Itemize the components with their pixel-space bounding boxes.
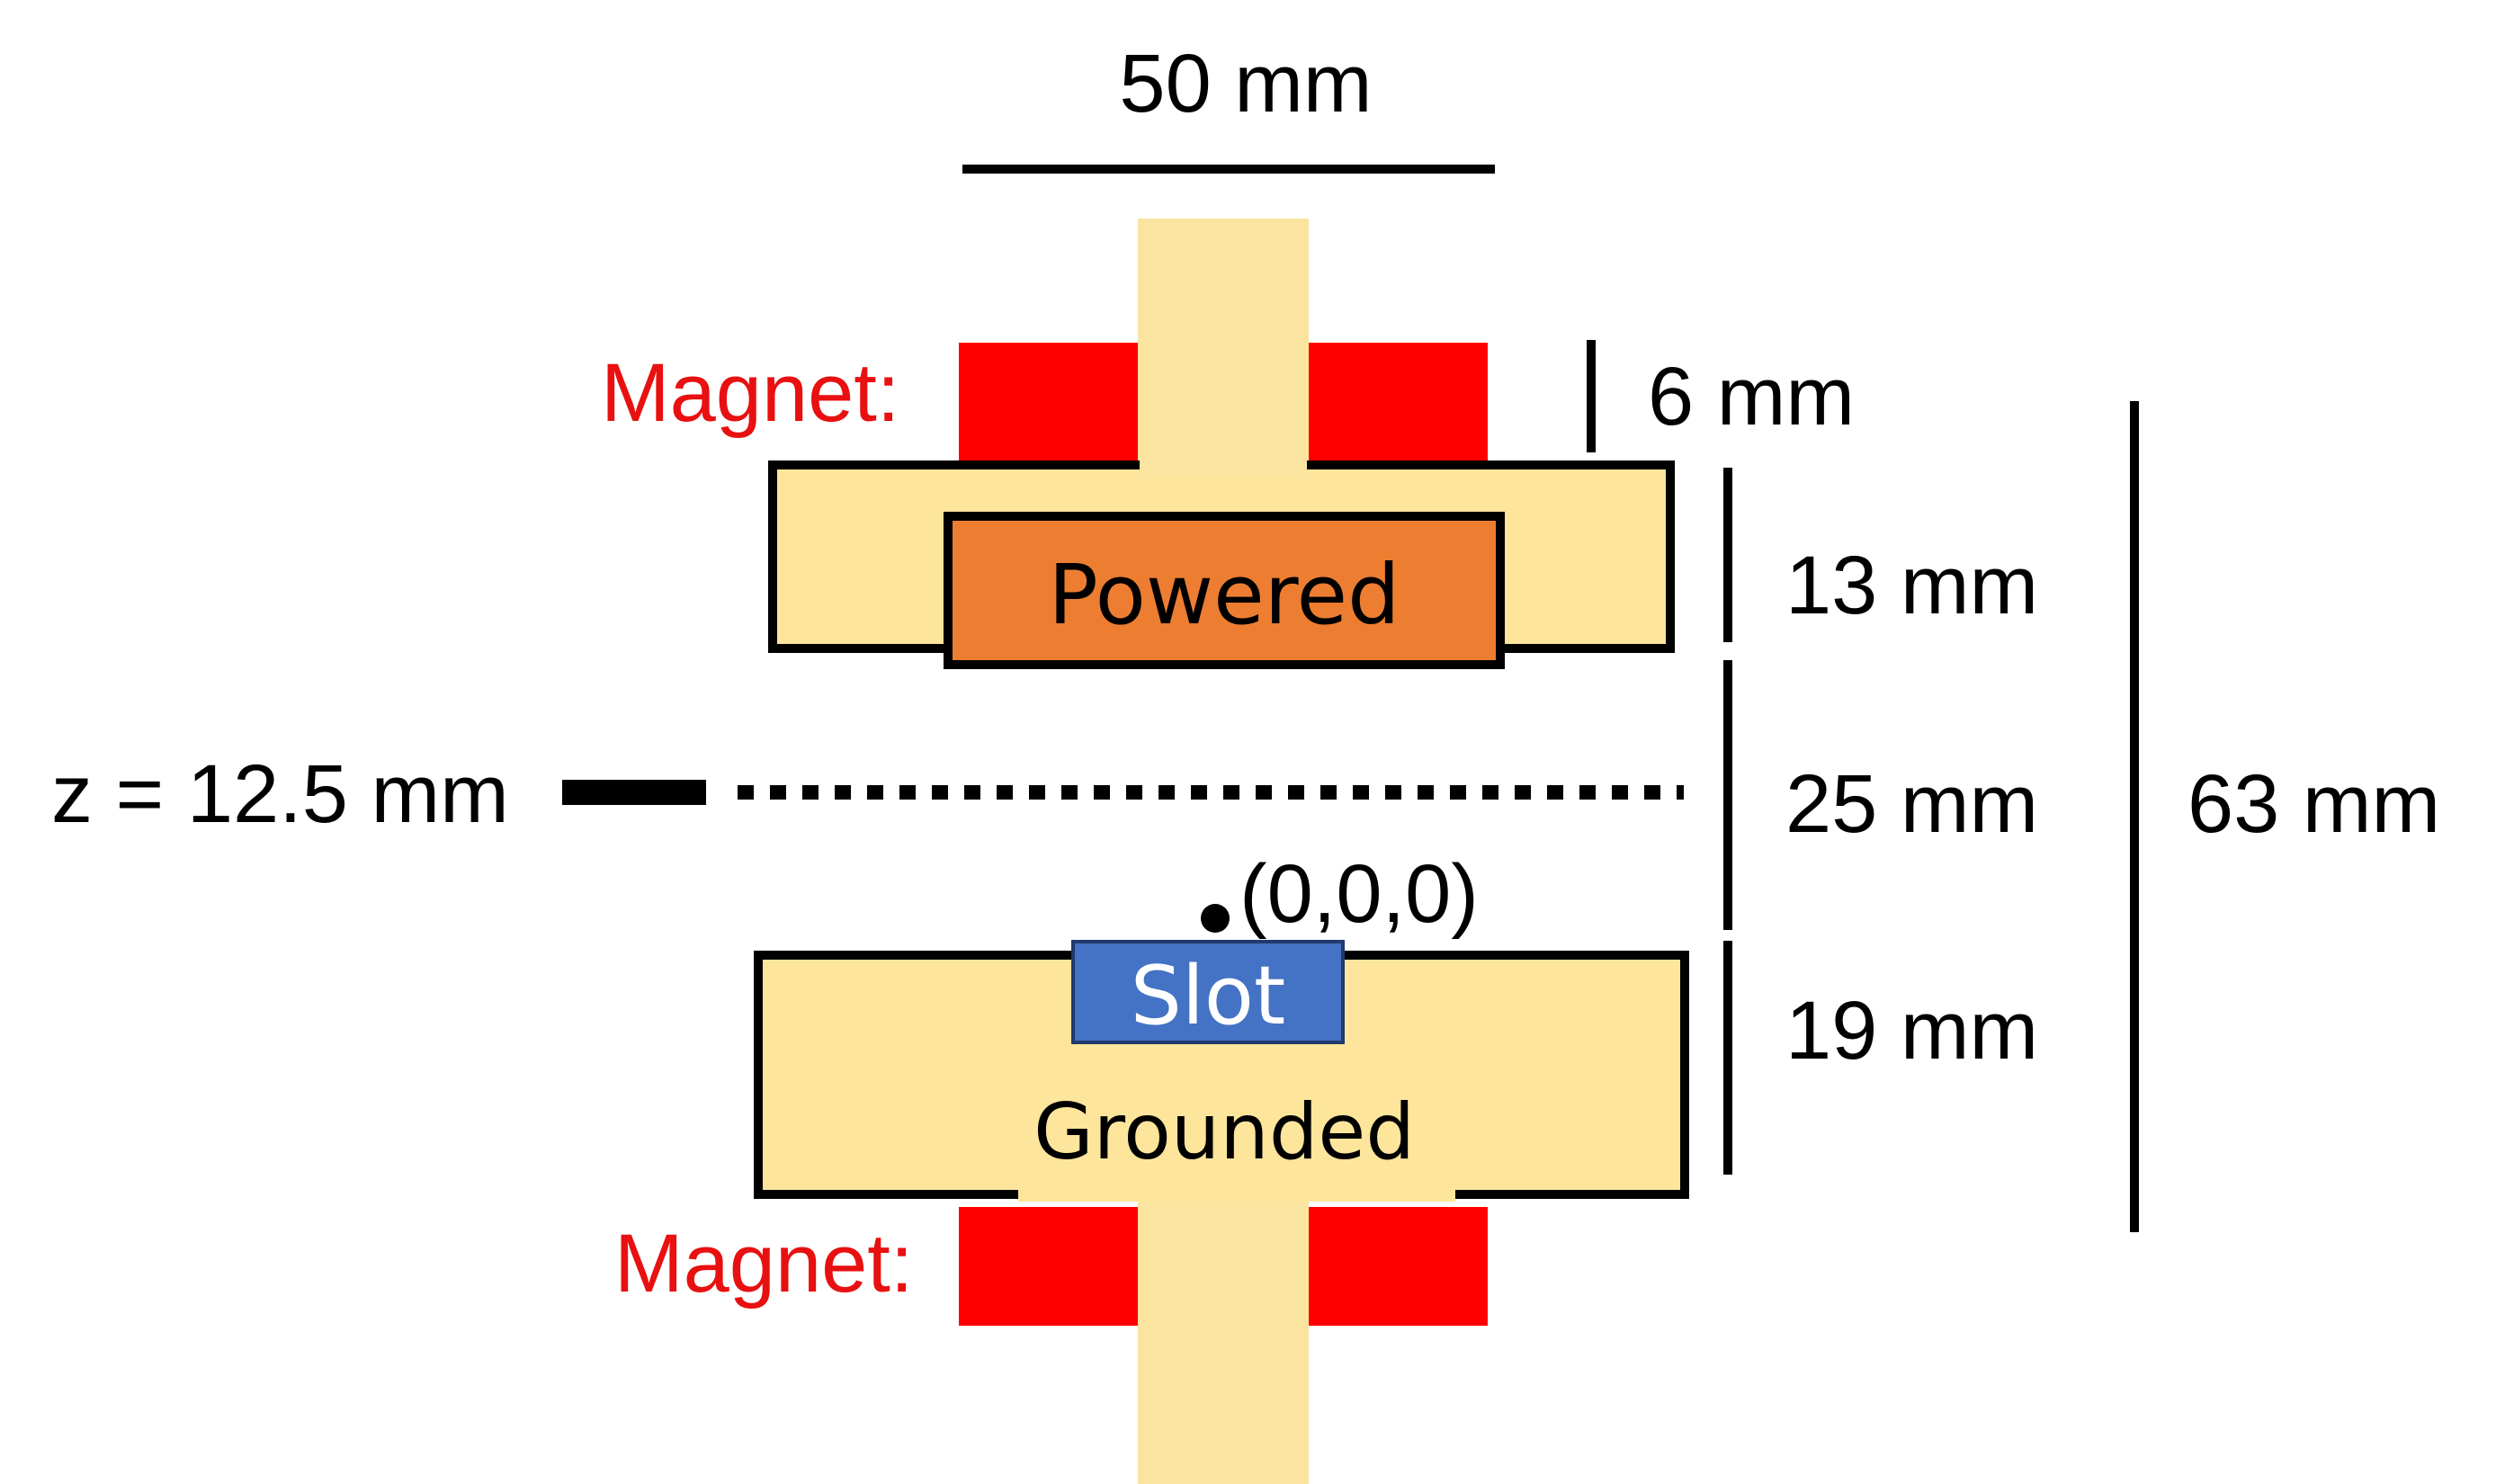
powered-height-label: 13 mm [1785,540,2038,631]
bottom-magnet-left [959,1207,1138,1326]
grounded-label: Grounded [1033,1087,1415,1177]
top-magnet-right [1309,343,1488,470]
origin-label: (0,0,0) [1239,848,1479,940]
slot-label: Slot [1131,949,1286,1043]
top-stem [1138,219,1309,470]
z-plane-label: z = 12.5 mm [51,748,509,840]
origin-dot [1201,904,1230,933]
magnet-top-label: Magnet: [601,347,899,439]
magnet-thickness-label: 6 mm [1648,351,1855,443]
grounded-height-label: 19 mm [1785,985,2038,1077]
width-label: 50 mm [1119,38,1372,130]
powered-label: Powered [1048,547,1400,643]
bottom-stem [1138,1202,1309,1484]
total-height-label: 63 mm [2187,758,2440,850]
gap-label: 25 mm [1785,758,2038,850]
top-magnet-left [959,343,1138,470]
powered-electrode [944,512,1505,669]
magnet-bottom-label: Magnet: [614,1218,913,1310]
slot [1071,940,1345,1044]
bottom-magnet-right [1309,1207,1488,1326]
bottom-stem-join [1018,1187,1455,1202]
top-stem-join [1140,457,1307,477]
